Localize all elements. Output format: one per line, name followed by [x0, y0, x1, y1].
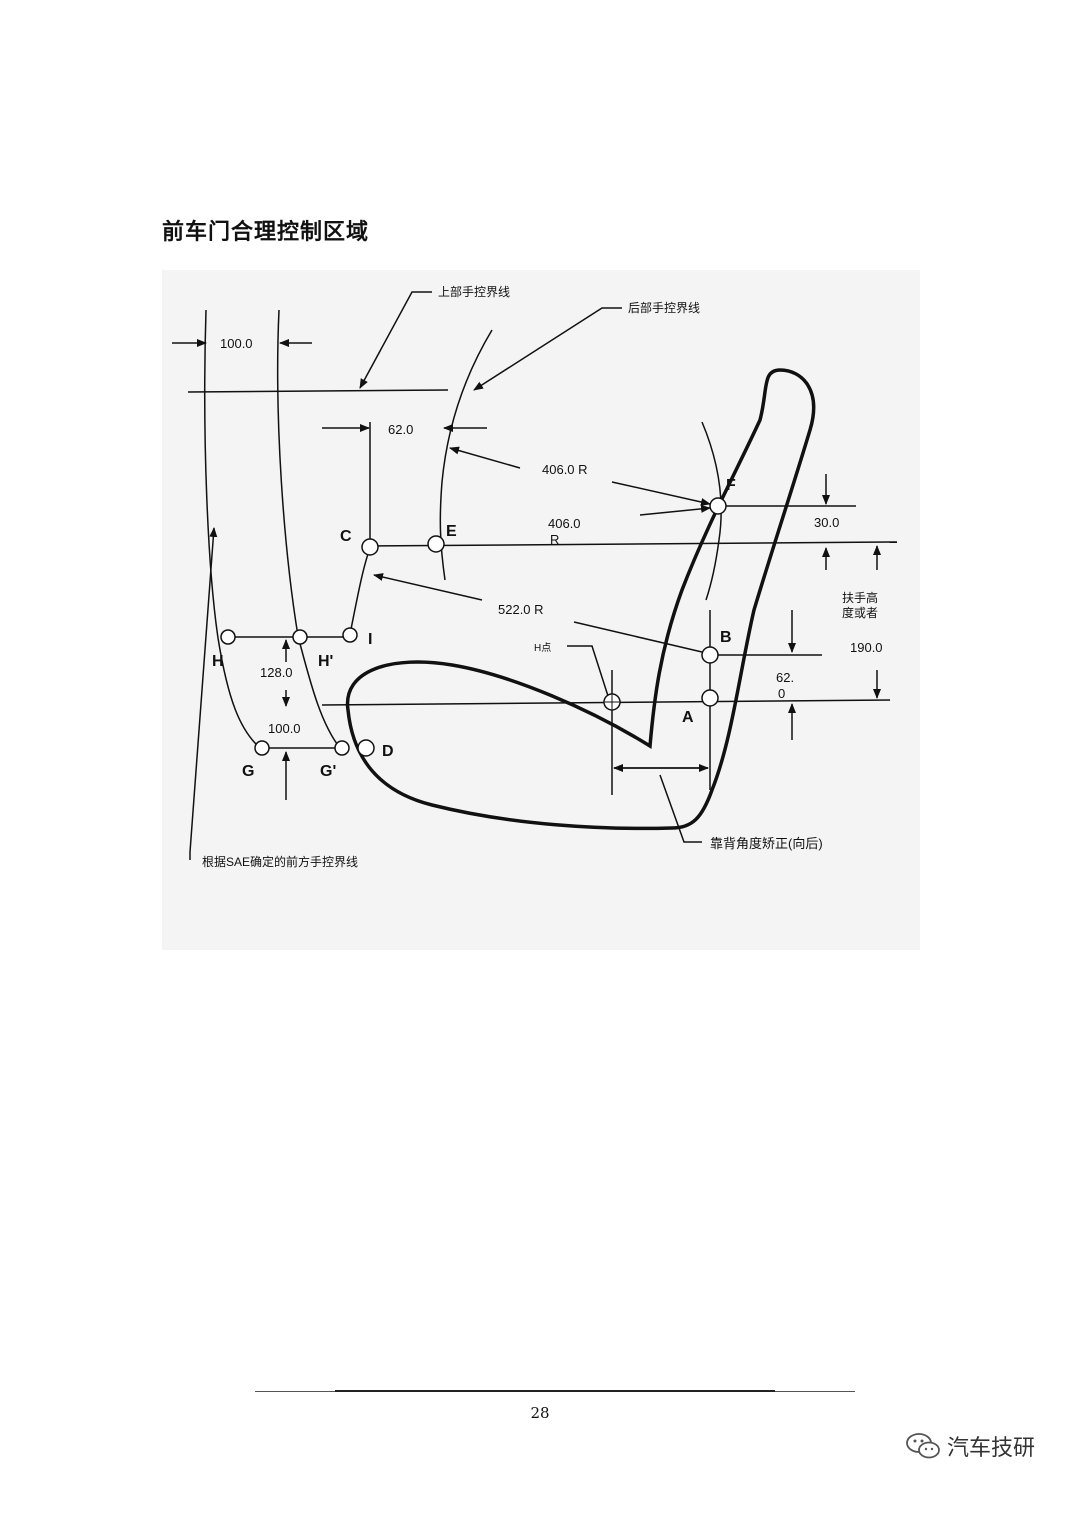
dim-62-side-2: 0: [778, 686, 785, 701]
rear-boundary-arc: [439, 329, 493, 581]
dim-190: 190.0: [850, 640, 883, 655]
dim-406-mid-2: R: [550, 532, 559, 547]
watermark-text: 汽车技研: [947, 1436, 1036, 1461]
point-g: [254, 740, 270, 756]
callout-armrest-1: 扶手高: [842, 590, 878, 605]
wechat-icon: [906, 1433, 940, 1459]
label-h-prime: H': [318, 653, 333, 670]
arc-through-f: [701, 421, 722, 601]
point-g-prime: [334, 740, 350, 756]
point-h-prime: [292, 629, 308, 645]
watermark: 汽车技研: [905, 1428, 1035, 1464]
point-d: [357, 739, 375, 757]
point-h: [220, 629, 236, 645]
point-b: [701, 646, 719, 664]
dim-62-side-1: 62.: [776, 670, 794, 685]
dim-522: 522.0 R: [498, 602, 544, 617]
label-g: G: [242, 763, 254, 780]
door-control-zone-diagram: C E F H H' I B A G G' D 100.0 62.0 406.0…: [162, 270, 920, 950]
front-boundary-curve-outer: [203, 309, 261, 749]
label-a: A: [682, 709, 694, 726]
footer-rule-bold: [335, 1390, 775, 1392]
dim-100-bottom: 100.0: [268, 721, 301, 736]
label-g-prime: G': [320, 763, 336, 780]
point-f: [709, 497, 727, 515]
callout-front-line: 根据SAE确定的前方手控界线: [202, 854, 358, 869]
callout-armrest-2: 度或者: [842, 605, 878, 620]
label-c: C: [340, 528, 352, 545]
point-a: [701, 689, 719, 707]
dim-128: 128.0: [260, 665, 293, 680]
label-h: H: [212, 653, 224, 670]
label-f: F: [726, 477, 736, 494]
callout-upper-line: 上部手控界线: [438, 284, 510, 299]
seat-outline: [345, 368, 816, 831]
label-d: D: [382, 743, 394, 760]
callout-backrest: 靠背角度矫正(向后): [710, 836, 823, 851]
dim-62-top: 62.0: [388, 422, 413, 437]
dim-30: 30.0: [814, 515, 839, 530]
dim-406-mid-1: 406.0: [548, 516, 581, 531]
point-c: [361, 538, 379, 556]
upper-control-line: [187, 389, 449, 393]
label-b: B: [720, 629, 732, 646]
front-boundary-curve-inner: [276, 309, 341, 749]
point-e: [427, 535, 445, 553]
callout-h-point: H点: [534, 642, 551, 654]
dim-406-upper: 406.0 R: [542, 462, 588, 477]
point-i: [342, 627, 358, 643]
label-i: I: [368, 631, 372, 648]
label-e: E: [446, 523, 457, 540]
page-number: 28: [530, 1404, 550, 1422]
document-title: 前车门合理控制区域: [162, 219, 370, 245]
callout-rear-line: 后部手控界线: [628, 300, 700, 315]
dim-100-top: 100.0: [220, 336, 253, 351]
diagram-canvas: C E F H H' I B A G G' D 100.0 62.0 406.0…: [172, 284, 898, 869]
